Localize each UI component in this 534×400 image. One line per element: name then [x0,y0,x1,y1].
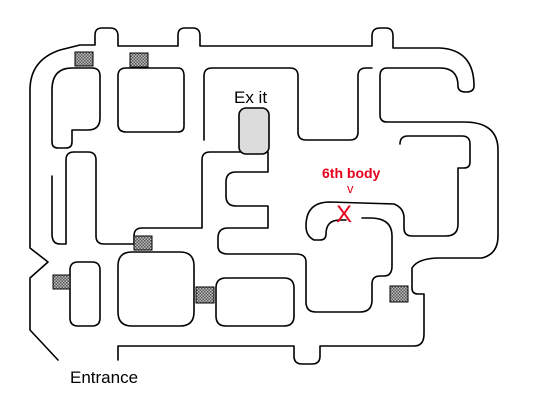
gate-top-left-2 [129,52,149,68]
gate-top-left-1 [74,51,94,67]
gate-bottom-right [389,285,409,303]
exit-box [238,107,270,155]
wall-small-loop [69,261,101,327]
gate-lower-left [52,274,71,290]
entrance-label: Entrance [70,368,138,387]
body-cross-mark: X [336,201,352,228]
body-marker-label: 6th body [322,165,381,181]
wall-left-spine [51,151,393,313]
maze-outer-wall [29,27,499,365]
body-marker-arrow: v [347,181,354,196]
exit-label: Ex it [234,88,267,107]
gate-bottom-center [195,286,215,304]
wall-room-center-left [117,251,195,327]
wall-room-center-right [215,277,295,327]
gate-mid-left [133,235,153,251]
wall-block-b [117,67,185,133]
wall-block-a [51,67,101,149]
wall-right-box [305,135,471,241]
wall-upper-right [203,67,373,141]
